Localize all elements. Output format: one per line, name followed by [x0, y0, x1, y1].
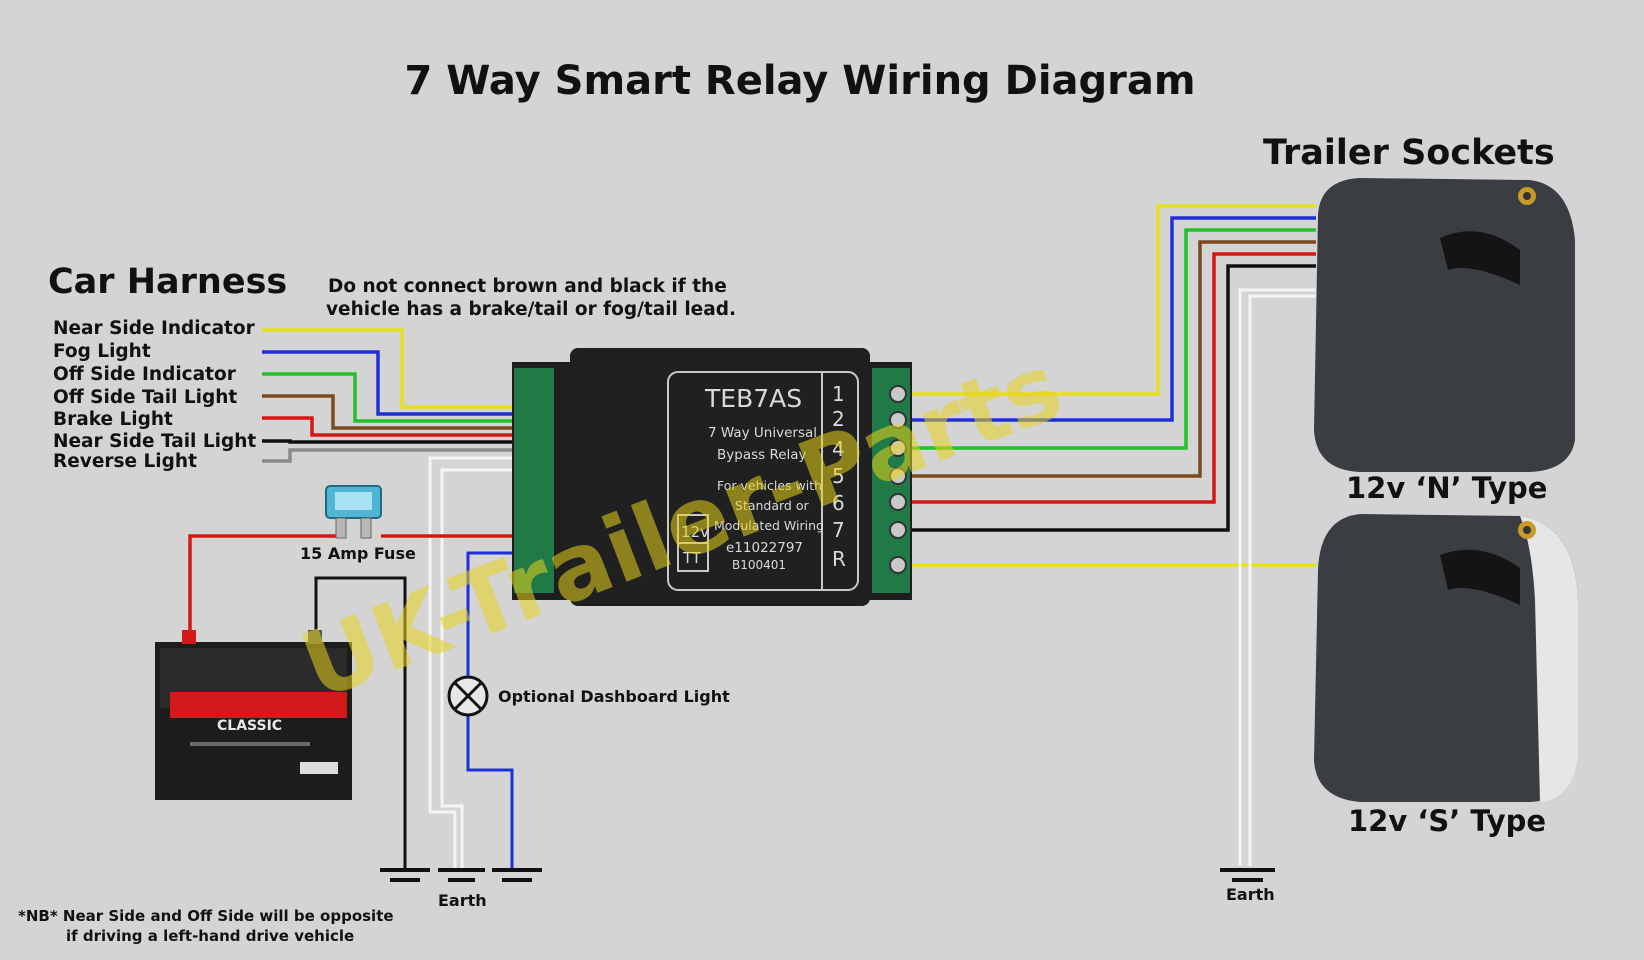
harness-note-line-1: Do not connect brown and black if the: [328, 276, 727, 297]
battery-negative-wire: [314, 576, 407, 870]
battery-icon: [155, 630, 352, 800]
relay-badge-bottom: TT: [682, 549, 702, 567]
relay-pin-label: 5: [832, 464, 845, 488]
harness-wire: [262, 394, 525, 430]
relay-pin-label: R: [832, 547, 846, 571]
relay-earth-wire-inner: [440, 468, 525, 870]
wire-label-off-side-indicator: Off Side Indicator: [53, 364, 236, 385]
relay-line-2: Bypass Relay: [717, 447, 807, 463]
earth-label-right: Earth: [1226, 885, 1275, 904]
harness-wire: [262, 350, 525, 416]
wire-label-off-side-tail-light: Off Side Tail Light: [53, 387, 238, 408]
trailer-sockets-heading: Trailer Sockets: [1263, 133, 1555, 173]
terminal-screw: [889, 556, 907, 574]
harness-wire: [262, 416, 525, 437]
dashboard-lamp-icon: [447, 675, 489, 717]
relay-earth-wire-outer: [428, 456, 525, 870]
harness-note-line-2: vehicle has a brake/tail or fog/tail lea…: [326, 299, 736, 320]
terminal-screw: [889, 411, 907, 429]
relay-pin-label: 6: [832, 491, 845, 515]
fuse-icon: [325, 485, 382, 539]
trailer-wire: [902, 240, 1316, 478]
wire-label-near-side-tail-light: Near Side Tail Light: [53, 431, 257, 452]
socket-s-icon: [1314, 514, 1578, 802]
relay-pin-label: 1: [832, 382, 845, 406]
relay-serial: B100401: [732, 558, 786, 572]
socket-s-label: 12v ‘S’ Type: [1348, 804, 1547, 838]
terminal-screw: [889, 439, 907, 457]
dashboard-light-wire: [466, 551, 530, 870]
relay-model: TEB7AS: [704, 384, 802, 413]
trailer-wire: [902, 264, 1316, 532]
relay-line-5: Modulated Wiring: [714, 518, 824, 533]
trailer-earth-wire-a: [1238, 288, 1316, 866]
socket-n-icon: [1314, 178, 1575, 472]
harness-wire: [262, 328, 525, 409]
relay-pin-label: 7: [832, 518, 845, 542]
relay-pin-label: 4: [832, 437, 845, 461]
footnote-line-1: *NB* Near Side and Off Side will be oppo…: [18, 907, 394, 925]
relay-terminals: [889, 385, 907, 574]
wire-label-fog-light: Fog Light: [53, 341, 151, 362]
harness-wire: [262, 439, 525, 444]
trailer-wire: [902, 204, 1316, 396]
trailer-wire: [902, 216, 1316, 422]
battery-positive-wire: [188, 534, 530, 632]
wire-label-brake-light: Brake Light: [53, 409, 173, 430]
relay-badge-top: 12v: [681, 523, 709, 541]
relay-pin-label: 2: [832, 407, 845, 431]
socket-n-label: 12v ‘N’ Type: [1346, 471, 1548, 505]
terminal-screw: [889, 467, 907, 485]
earth-symbols: [380, 868, 1275, 882]
terminal-screw: [889, 521, 907, 539]
battery-brand: CLASSIC: [217, 718, 283, 734]
harness-wire: [262, 448, 525, 463]
wire-label-near-side-indicator: Near Side Indicator: [53, 318, 255, 339]
footnote-line-2: if driving a left-hand drive vehicle: [66, 927, 355, 945]
page-title: 7 Way Smart Relay Wiring Diagram: [404, 58, 1196, 104]
trailer-wire: [902, 228, 1316, 450]
terminal-screw: [889, 385, 907, 403]
fuse-label: 15 Amp Fuse: [300, 544, 416, 563]
relay-line-3: For vehicles with: [717, 478, 822, 493]
earth-wires: [314, 288, 1316, 870]
earth-label-left: Earth: [438, 891, 487, 910]
trailer-wires: [902, 204, 1316, 567]
trailer-wire: [902, 252, 1316, 504]
dashboard-light-label: Optional Dashboard Light: [498, 687, 730, 706]
relay-approval: e11022797: [726, 540, 803, 556]
harness-wires: [262, 328, 525, 463]
relay-body: [512, 348, 912, 606]
harness-wire: [262, 372, 525, 423]
wire-label-reverse-light: Reverse Light: [53, 451, 197, 472]
relay-line-4: Standard or: [735, 498, 809, 513]
car-harness-heading: Car Harness: [48, 262, 288, 302]
trailer-earth-wire-b: [1248, 294, 1316, 866]
terminal-screw: [889, 493, 907, 511]
relay-line-1: 7 Way Universal: [708, 425, 817, 441]
